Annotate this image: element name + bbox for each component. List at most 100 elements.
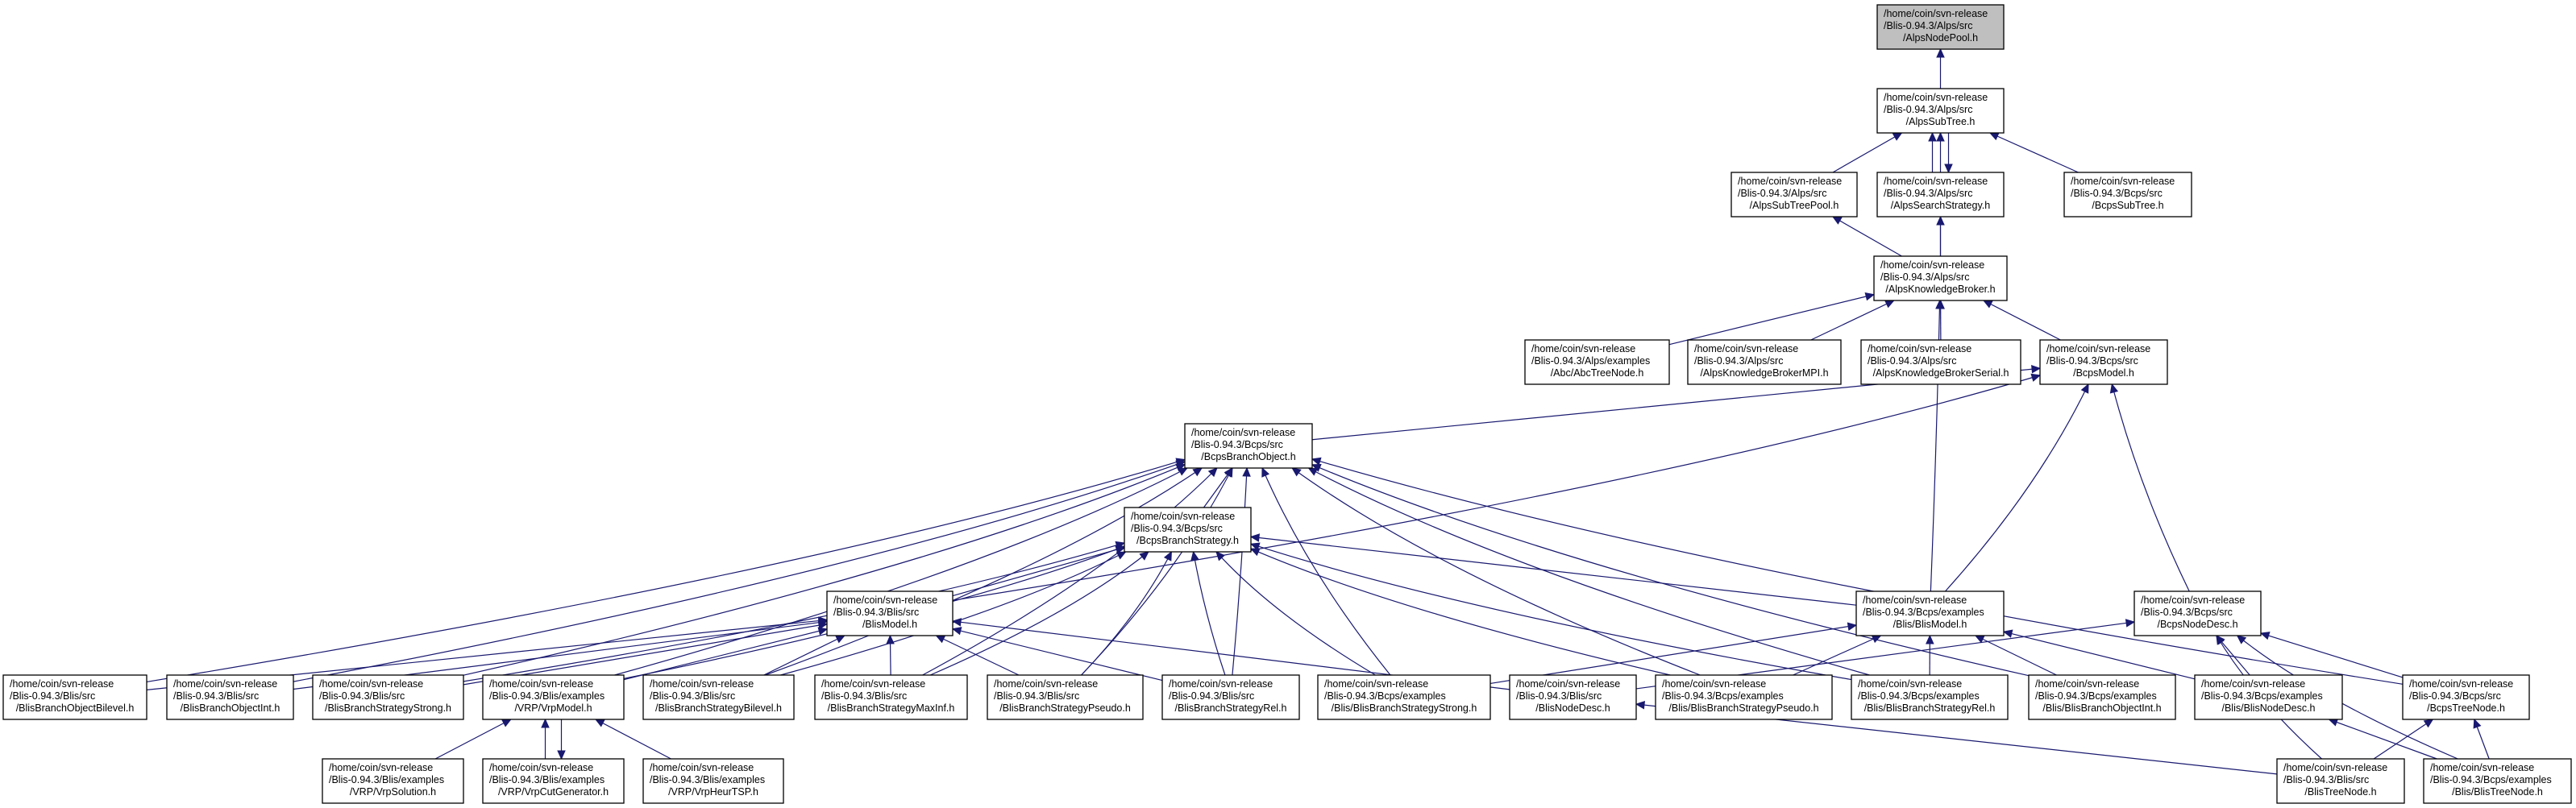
file-node-bcps-tree-node[interactable]: /home/coin/svn-release/Blis-0.94.3/Bcps/… [2402,674,2530,720]
file-node-blis-branch-object-bilevel[interactable]: /home/coin/svn-release/Blis-0.94.3/Blis/… [2,674,147,720]
node-path-line: /Blis-0.94.3/Bcps/examples [1662,690,1784,702]
nodes-layer: /home/coin/svn-release/Blis-0.94.3/Alps/… [2,4,2572,804]
edge-AlpsKnowledgeBroker-to-AlpsSubTreePool [1831,216,1902,257]
edge-ExBlisModel-to-AlpsKnowledgeBroker [1930,299,1944,592]
node-box [2194,674,2343,720]
arrowhead-icon [2473,718,2482,729]
node-filename: /BcpsNodeDesc.h [2157,619,2237,630]
node-path-line: /Blis-0.94.3/Bcps/examples [1324,690,1446,702]
file-node-alps-knowledge-broker-serial[interactable]: /home/coin/svn-release/Blis-0.94.3/Alps/… [1860,339,2021,385]
edge-line [1989,132,2079,173]
arrowhead-icon [817,621,829,630]
arrowhead-icon [1242,466,1251,477]
node-path-line: /home/coin/svn-release [1516,678,1620,690]
node-path-line: /home/coin/svn-release [1169,678,1273,690]
node-filename: /Blis/BlisModel.h [1893,619,1967,630]
arrowhead-icon [1116,551,1127,560]
edge-line [1975,635,2057,676]
file-node-ex-blis-model[interactable]: /home/coin/svn-release/Blis-0.94.3/Bcps/… [1855,590,2005,636]
node-path-line: /home/coin/svn-release [2071,176,2175,187]
file-node-blis-branch-strategy-pseudo[interactable]: /home/coin/svn-release/Blis-0.94.3/Blis/… [987,674,1144,720]
file-node-alps-sub-tree[interactable]: /home/coin/svn-release/Blis-0.94.3/Alps/… [1876,88,2005,134]
edge-line [1311,458,2404,685]
file-node-vrp-model[interactable]: /home/coin/svn-release/Blis-0.94.3/Blis/… [482,674,625,720]
file-node-vrp-solution[interactable]: /home/coin/svn-release/Blis-0.94.3/Blis/… [322,758,464,804]
edge-line [922,467,1218,676]
file-node-blis-node-desc[interactable]: /home/coin/svn-release/Blis-0.94.3/Blis/… [1509,674,1637,720]
node-filename: /AlpsKnowledgeBrokerMPI.h [1700,367,1828,379]
file-node-ex-blis-branch-strategy-strong[interactable]: /home/coin/svn-release/Blis-0.94.3/Bcps/… [1317,674,1491,720]
node-box [1524,339,1670,385]
arrowhead-icon [1936,215,1945,226]
node-path-line: /home/coin/svn-release [2409,678,2513,690]
edge-line [595,719,671,760]
node-filename: /Abc/AbcTreeNode.h [1551,367,1644,379]
file-node-ex-blis-branch-strategy-pseudo[interactable]: /home/coin/svn-release/Blis-0.94.3/Bcps/… [1655,674,1833,720]
arrowhead-icon [1163,550,1172,561]
file-node-bcps-model[interactable]: /home/coin/svn-release/Blis-0.94.3/Bcps/… [2039,339,2168,385]
file-node-ex-blis-branch-object-int[interactable]: /home/coin/svn-release/Blis-0.94.3/Bcps/… [2028,674,2176,720]
node-path-line: /home/coin/svn-release [1662,678,1766,690]
arrowhead-icon [1864,292,1876,301]
edge-ExBlisBranchStrategyPseudo-to-ExBlisModel [1793,635,1882,676]
node-path-line: /Blis-0.94.3/Blis/src [10,690,95,702]
file-node-ex-blis-node-desc[interactable]: /home/coin/svn-release/Blis-0.94.3/Bcps/… [2194,674,2343,720]
file-node-blis-branch-strategy-max-inf[interactable]: /home/coin/svn-release/Blis-0.94.3/Blis/… [814,674,968,720]
node-path-line: /home/coin/svn-release [2201,678,2305,690]
node-path-line: /home/coin/svn-release [173,678,277,690]
node-filename: /Blis/BlisBranchStrategyStrong.h [1332,702,1477,714]
node-path-line: /home/coin/svn-release [821,678,925,690]
node-path-line: /Blis-0.94.3/Blis/src [1516,690,1602,702]
file-node-alps-knowledge-broker[interactable]: /home/coin/svn-release/Blis-0.94.3/Alps/… [1873,255,2008,301]
node-filename: /VRP/VrpSolution.h [350,786,436,798]
edge-AlpsKnowledgeBroker-to-AlpsSearchStrategy [1936,215,1945,257]
edge-line [936,635,1020,676]
node-box [482,674,625,720]
file-node-blis-branch-strategy-rel[interactable]: /home/coin/svn-release/Blis-0.94.3/Blis/… [1161,674,1300,720]
node-filename: /VRP/VrpModel.h [514,702,592,714]
file-node-bcps-node-desc[interactable]: /home/coin/svn-release/Blis-0.94.3/Bcps/… [2134,590,2262,636]
node-box [1860,339,2021,385]
file-node-blis-branch-object-int[interactable]: /home/coin/svn-release/Blis-0.94.3/Blis/… [166,674,294,720]
arrowhead-icon [2125,619,2136,628]
file-node-alps-sub-tree-pool[interactable]: /home/coin/svn-release/Blis-0.94.3/Alps/… [1730,172,1858,218]
file-node-bcps-branch-strategy[interactable]: /home/coin/svn-release/Blis-0.94.3/Bcps/… [1124,507,1252,553]
node-filename: /AlpsNodePool.h [1903,32,1978,44]
file-node-ex-blis-branch-strategy-rel[interactable]: /home/coin/svn-release/Blis-0.94.3/Bcps/… [1851,674,2009,720]
node-path-line: /Blis-0.94.3/Bcps/examples [2035,690,2157,702]
file-node-abc-tree-node[interactable]: /home/coin/svn-release/Blis-0.94.3/Alps/… [1524,339,1670,385]
file-node-vrp-heur-tsp[interactable]: /home/coin/svn-release/Blis-0.94.3/Blis/… [642,758,784,804]
edge-line [1930,300,1941,592]
edge-line [1250,548,1671,676]
edge-BlisBranchObjectBilevel-to-BcpsBranchObject [146,458,1186,683]
file-node-blis-tree-node[interactable]: /home/coin/svn-release/Blis-0.94.3/Blis/… [2276,758,2405,804]
node-path-line: /home/coin/svn-release [1191,427,1295,438]
file-node-blis-model[interactable]: /home/coin/svn-release/Blis-0.94.3/Blis/… [826,590,954,636]
file-node-alps-knowledge-broker-mpi[interactable]: /home/coin/svn-release/Blis-0.94.3/Alps/… [1687,339,1842,385]
node-path-line: /home/coin/svn-release [994,678,1098,690]
node-path-line: /home/coin/svn-release [1863,595,1967,606]
node-box [987,674,1144,720]
edge-AlpsKnowledgeBrokerMPI-to-AlpsKnowledgeBroker [1810,300,1895,341]
node-box [1855,590,2005,636]
arrowhead-icon [835,635,846,644]
file-node-ex-blis-tree-node[interactable]: /home/coin/svn-release/Blis-0.94.3/Bcps/… [2423,758,2572,804]
file-node-bcps-branch-object[interactable]: /home/coin/svn-release/Blis-0.94.3/Bcps/… [1184,423,1313,469]
file-node-blis-branch-strategy-bilevel[interactable]: /home/coin/svn-release/Blis-0.94.3/Blis/… [642,674,795,720]
node-box [1873,255,2008,301]
edge-AlpsSubTree-to-AlpsSearchStrategy [1944,133,1953,174]
edge-line [146,458,1186,683]
edge-VrpModel-to-VrpCutGenerator [557,719,566,760]
node-box [2134,590,2262,636]
node-filename: /BcpsTreeNode.h [2427,702,2505,714]
node-path-line: /home/coin/svn-release [1694,343,1798,354]
file-node-blis-branch-strategy-strong[interactable]: /home/coin/svn-release/Blis-0.94.3/Blis/… [312,674,464,720]
node-path-line: /Blis-0.94.3/Bcps/src [1191,439,1283,450]
file-node-vrp-cut-generator[interactable]: /home/coin/svn-release/Blis-0.94.3/Blis/… [482,758,625,804]
file-node-alps-search-strategy[interactable]: /home/coin/svn-release/Blis-0.94.3/Alps/… [1876,172,2005,218]
node-path-line: /Blis-0.94.3/Blis/examples [329,774,444,785]
file-node-bcps-sub-tree[interactable]: /home/coin/svn-release/Blis-0.94.3/Bcps/… [2063,172,2192,218]
edge-line [1983,300,2061,341]
node-filename: /BlisBranchStrategyRel.h [1175,702,1287,714]
edge-line [2111,383,2190,592]
